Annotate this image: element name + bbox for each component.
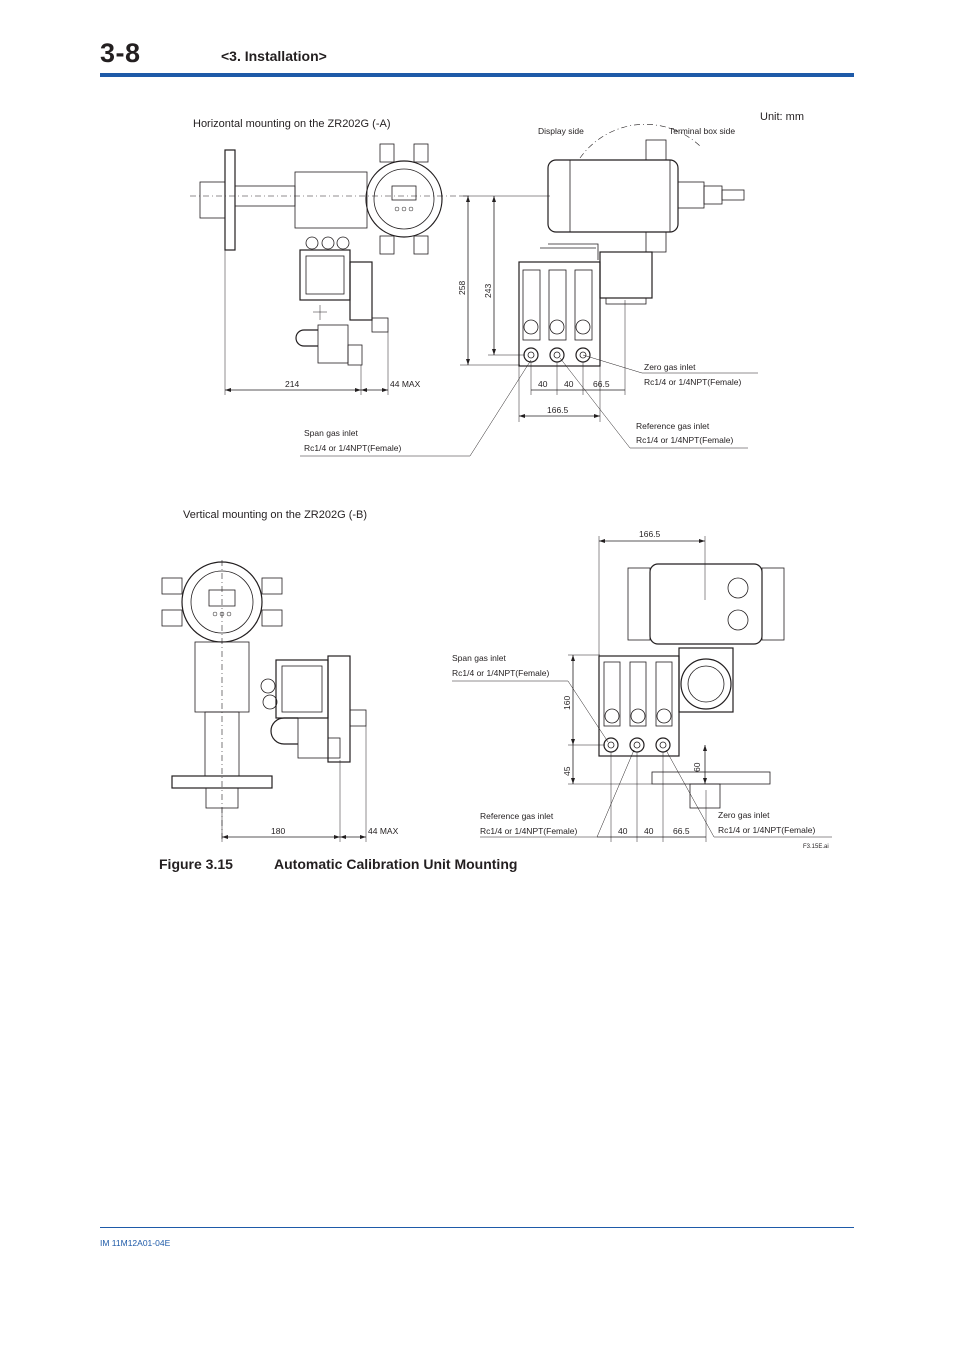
zero-gas-spec-horizontal: Rc1/4 or 1/4NPT(Female) (644, 377, 741, 387)
horizontal-mounting-view: Horizontal mounting on the ZR202G (-A) U… (190, 111, 804, 457)
horizontal-front-view: 258 243 40 40 66.5 166.5 (300, 124, 758, 457)
unit-label: Unit: mm (760, 111, 804, 123)
document-id: IM 11M12A01-04E (100, 1238, 171, 1248)
vertical-side-view: 180 44 MAX (161, 560, 399, 842)
dim-44max-vertical: 44 MAX (368, 826, 399, 836)
vertical-mounting-view: Vertical mounting on the ZR202G (-B) (161, 509, 832, 850)
dim-66-5-vertical: 66.5 (673, 826, 690, 836)
reference-gas-spec-horizontal: Rc1/4 or 1/4NPT(Female) (636, 435, 733, 445)
footer-rule (100, 1227, 854, 1228)
dim-180: 180 (271, 826, 285, 836)
dim-40b-horizontal: 40 (564, 379, 574, 389)
dim-166-5-vertical: 166.5 (639, 529, 661, 539)
dim-258: 258 (457, 281, 467, 295)
dim-45: 45 (562, 766, 572, 776)
vertical-front-view: 166.5 (452, 529, 832, 842)
span-gas-spec-horizontal: Rc1/4 or 1/4NPT(Female) (304, 443, 401, 453)
dim-166-5-horizontal: 166.5 (547, 405, 569, 415)
figure-file-ref: F3.15E.ai (803, 844, 829, 850)
span-gas-spec-vertical: Rc1/4 or 1/4NPT(Female) (452, 668, 549, 678)
horizontal-side-view: 214 44 MAX (190, 143, 470, 395)
span-gas-title-horizontal: Span gas inlet (304, 428, 359, 438)
horizontal-title: Horizontal mounting on the ZR202G (-A) (193, 118, 390, 130)
reference-gas-title-vertical: Reference gas inlet (480, 811, 554, 821)
dim-40a-vertical: 40 (618, 826, 628, 836)
zero-gas-spec-vertical: Rc1/4 or 1/4NPT(Female) (718, 825, 815, 835)
dim-44max-horizontal: 44 MAX (390, 379, 421, 389)
dim-60: 60 (692, 762, 702, 772)
dim-40a-horizontal: 40 (538, 379, 548, 389)
section-title: <3. Installation> (221, 48, 327, 64)
page-number: 3-8 (100, 38, 141, 68)
vertical-title: Vertical mounting on the ZR202G (-B) (183, 509, 367, 521)
terminal-side-label: Terminal box side (669, 126, 735, 136)
zero-gas-title-horizontal: Zero gas inlet (644, 362, 696, 372)
figure-caption-number: Figure 3.15 (159, 856, 233, 872)
figure-caption-title: Automatic Calibration Unit Mounting (274, 856, 518, 872)
dim-243: 243 (483, 284, 493, 298)
reference-gas-spec-vertical: Rc1/4 or 1/4NPT(Female) (480, 826, 577, 836)
span-gas-title-vertical: Span gas inlet (452, 653, 507, 663)
display-side-label: Display side (538, 126, 584, 136)
reference-gas-title-horizontal: Reference gas inlet (636, 421, 710, 431)
dim-160: 160 (562, 696, 572, 710)
zero-gas-title-vertical: Zero gas inlet (718, 810, 770, 820)
dim-40b-vertical: 40 (644, 826, 654, 836)
figure-caption: Figure 3.15 Automatic Calibration Unit Mo… (159, 856, 517, 872)
header-rule (100, 73, 854, 77)
dim-214: 214 (285, 379, 299, 389)
dim-66-5-horizontal: 66.5 (593, 379, 610, 389)
